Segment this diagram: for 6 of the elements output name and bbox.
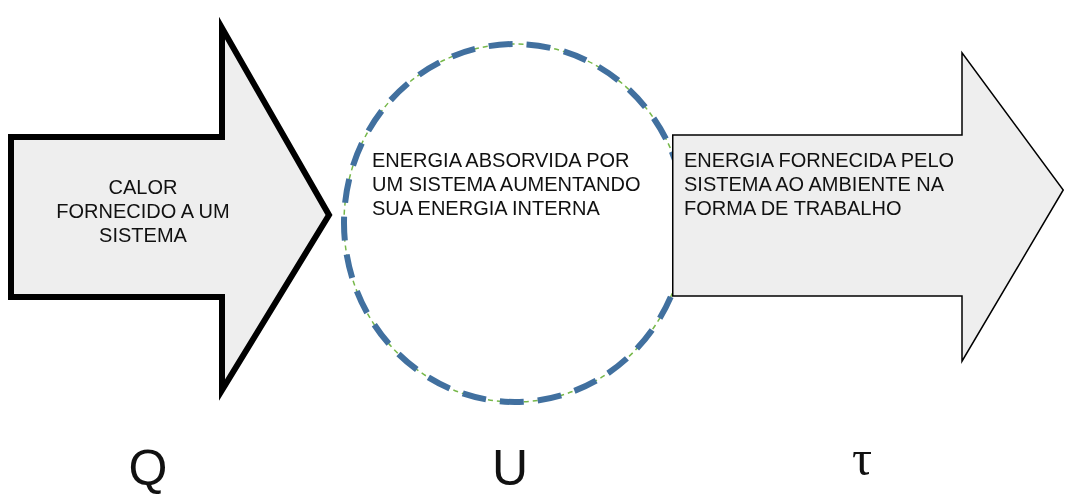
symbol-label: U — [490, 440, 530, 496]
node-text: ENERGIA FORNECIDA PELO SISTEMA AO AMBIENTE NA FORMA DE TRABALHO — [684, 148, 956, 220]
symbol-label: Q — [127, 440, 169, 496]
symbol-label: τ — [850, 430, 874, 486]
node-text: CALOR FORNECIDO A UM SISTEMA — [55, 175, 231, 247]
node-text: ENERGIA ABSORVIDA POR UM SISTEMA AUMENTANDO SUA ENERGIA INTERNA — [372, 148, 642, 220]
